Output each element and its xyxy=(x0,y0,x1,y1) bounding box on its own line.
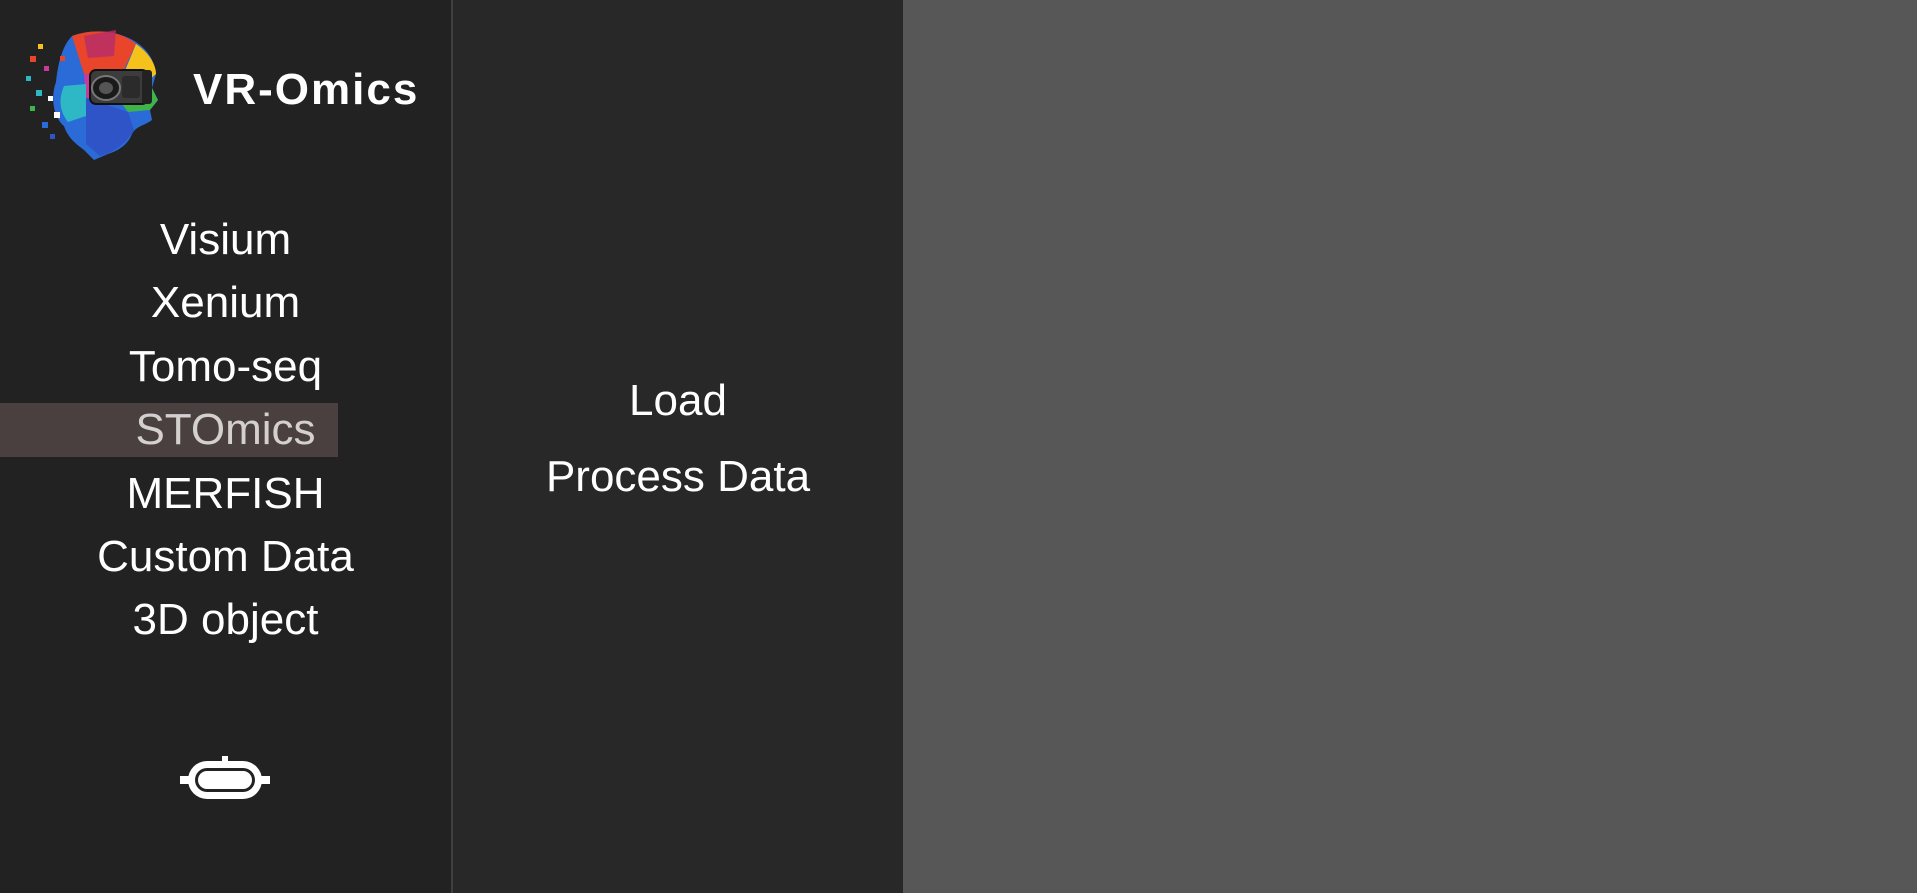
sidebar-item-xenium[interactable]: Xenium xyxy=(150,278,301,327)
app-title: VR-Omics xyxy=(193,65,420,114)
load-button[interactable]: Load xyxy=(629,376,727,425)
sidebar-item-stomics[interactable]: STOmics xyxy=(135,405,316,454)
vr-headset-head-logo-icon xyxy=(24,26,168,166)
process-data-button[interactable]: Process Data xyxy=(545,452,811,501)
sidebar-item-merfish[interactable]: MERFISH xyxy=(126,469,325,518)
sidebar-item-visium[interactable]: Visium xyxy=(159,215,292,264)
sidebar-item-custom-data[interactable]: Custom Data xyxy=(97,532,354,581)
vr-headset-icon[interactable] xyxy=(178,752,272,808)
selected-item-highlight xyxy=(0,403,338,457)
submenu-panel xyxy=(453,0,903,893)
sidebar-divider xyxy=(451,0,453,893)
workspace-area xyxy=(903,0,1917,893)
sidebar-item-tomo-seq[interactable]: Tomo-seq xyxy=(128,342,323,391)
sidebar-item-3d-object[interactable]: 3D object xyxy=(132,595,319,644)
